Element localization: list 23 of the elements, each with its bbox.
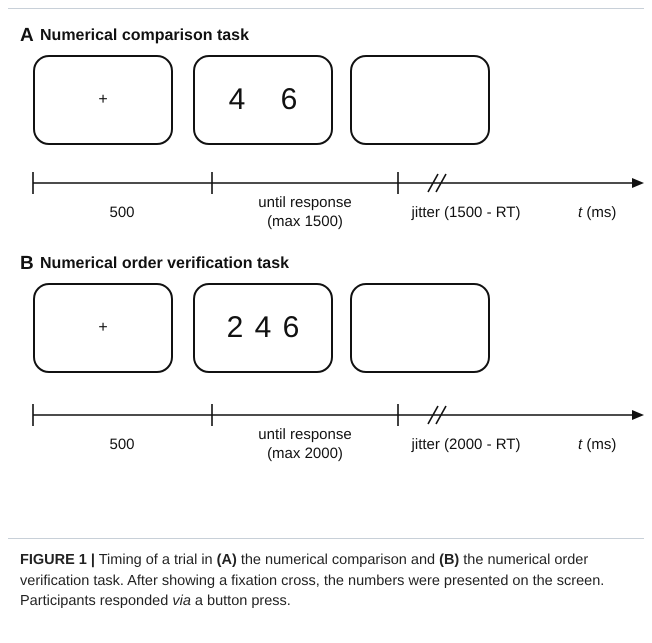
- timeline-label: 500: [108, 436, 136, 455]
- fixation-cross: +: [98, 319, 108, 337]
- screen-frame: [193, 55, 333, 145]
- screen-frame: [33, 55, 173, 145]
- digit-stimulus: 4 6: [228, 83, 298, 117]
- panel-heading: Numerical comparison task: [40, 26, 250, 46]
- digit-stimulus: 2 4 6: [226, 311, 300, 345]
- timeline-label: jitter (2000 - RT): [410, 436, 522, 455]
- fixation-cross: +: [98, 91, 108, 109]
- timeline-label: t (ms): [578, 204, 618, 223]
- figure-caption: FIGURE 1 | Timing of a trial in (A) the numerical comparison and (B) the numerical order verification task. After showing a fixation cross, the numbers were presented on the screen. Participants responded via a button press.: [20, 551, 606, 612]
- timeline-label: until response (max 2000): [257, 426, 353, 464]
- screen-frame: [193, 283, 333, 373]
- timeline-label: 500: [108, 204, 136, 223]
- timeline-label: t (ms): [578, 436, 618, 455]
- panel-heading: Numerical order verification task: [40, 254, 290, 274]
- screen-frame: [33, 283, 173, 373]
- timeline-label: until response (max 1500): [257, 194, 353, 232]
- panel-letter: B: [20, 252, 35, 276]
- screen-frame: [350, 55, 490, 145]
- panel-letter: A: [20, 24, 35, 48]
- timeline-label: jitter (1500 - RT): [410, 204, 522, 223]
- screen-frame: [350, 283, 490, 373]
